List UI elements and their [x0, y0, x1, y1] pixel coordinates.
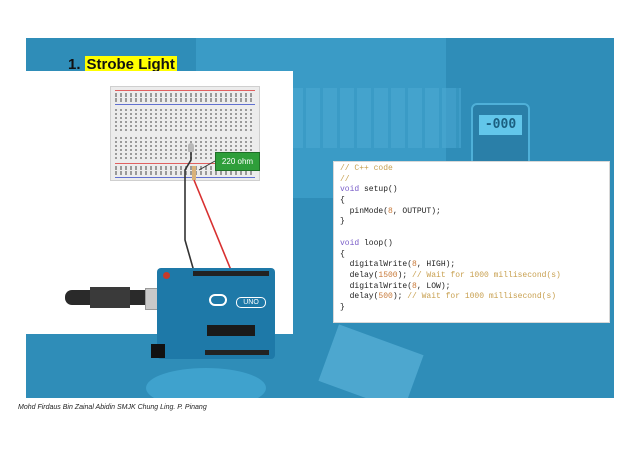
code-token: {	[340, 249, 345, 259]
code-token: digitalWrite(	[340, 260, 413, 270]
code-line	[340, 228, 603, 239]
microcontroller-chip	[207, 325, 255, 336]
resistor	[192, 166, 196, 180]
code-line: digitalWrite(8, LOW);	[340, 282, 603, 293]
slide-title: 1.Strobe Light	[68, 56, 177, 73]
code-token: 500	[378, 292, 393, 302]
power-rail-line	[115, 163, 255, 164]
ground-rail-line	[115, 104, 255, 105]
power-rail-holes	[115, 98, 255, 102]
arduino-logo	[209, 294, 227, 306]
signal-wire	[193, 179, 234, 276]
title-number: 1.	[68, 56, 81, 73]
terminal-strip-top	[115, 109, 255, 131]
code-token: // Wait for 1000 millisecond(s)	[407, 292, 557, 302]
code-token: }	[340, 302, 345, 312]
code-token: loop()	[359, 238, 393, 248]
code-token: void	[340, 238, 360, 248]
code-line: }	[340, 303, 603, 314]
code-line: //	[340, 175, 603, 186]
power-rail-holes	[115, 93, 255, 97]
code-token: delay(	[340, 270, 379, 280]
multimeter-display: -000	[479, 115, 522, 135]
power-analog-header	[205, 350, 269, 355]
code-token: {	[340, 196, 345, 206]
power-jack	[151, 344, 165, 358]
code-line: delay(1500); // Wait for 1000 millisecon…	[340, 271, 603, 282]
code-token: delay(	[340, 292, 379, 302]
cup-illustration	[146, 368, 266, 398]
code-token: // Wait for 1000 millisecond(s)	[412, 270, 561, 280]
code-token: void	[340, 185, 360, 195]
code-line: }	[340, 217, 603, 228]
power-rail-line	[115, 90, 255, 91]
code-token: 8	[412, 260, 417, 270]
code-token: , OUTPUT);	[392, 206, 441, 216]
code-line: digitalWrite(8, HIGH);	[340, 260, 603, 271]
ground-wire	[184, 152, 196, 276]
board-label: UNO	[236, 297, 266, 308]
led	[188, 143, 194, 152]
code-line: {	[340, 196, 603, 207]
arduino-board: UNO	[151, 268, 275, 359]
code-token: // C++ code	[340, 164, 393, 173]
code-token: }	[340, 217, 345, 227]
code-line: delay(500); // Wait for 1000 millisecond…	[340, 292, 603, 303]
code-line: {	[340, 250, 603, 261]
usb-cable	[65, 287, 147, 308]
label-pointer	[198, 160, 216, 171]
power-rail-holes	[115, 166, 255, 170]
code-line: pinMode(8, OUTPUT);	[340, 207, 603, 218]
reset-button	[163, 272, 170, 279]
code-token: 8	[388, 206, 393, 216]
code-token: );	[397, 270, 413, 280]
usb-plug	[90, 287, 130, 308]
code-token: , HIGH);	[416, 260, 456, 270]
code-token: 8	[412, 281, 417, 291]
code-token: );	[392, 292, 408, 302]
title-text: Strobe Light	[84, 56, 177, 73]
code-token: , LOW);	[416, 281, 451, 291]
code-line: void setup()	[340, 185, 603, 196]
code-token: 1500	[378, 270, 398, 280]
resistor-label: 220 ohm	[215, 152, 260, 171]
code-line: // C++ code	[340, 164, 603, 175]
code-panel: // C++ code//void setup(){ pinMode(8, OU…	[333, 161, 610, 323]
code-line: void loop()	[340, 239, 603, 250]
code-token: //	[340, 174, 350, 184]
code-token: setup()	[359, 185, 398, 195]
digital-header	[193, 271, 269, 276]
footer-credit: Mohd Firdaus Bin Zainal Abidin SMJK Chun…	[18, 404, 207, 411]
code-token: digitalWrite(	[340, 281, 413, 291]
code-token: pinMode(	[340, 206, 389, 216]
